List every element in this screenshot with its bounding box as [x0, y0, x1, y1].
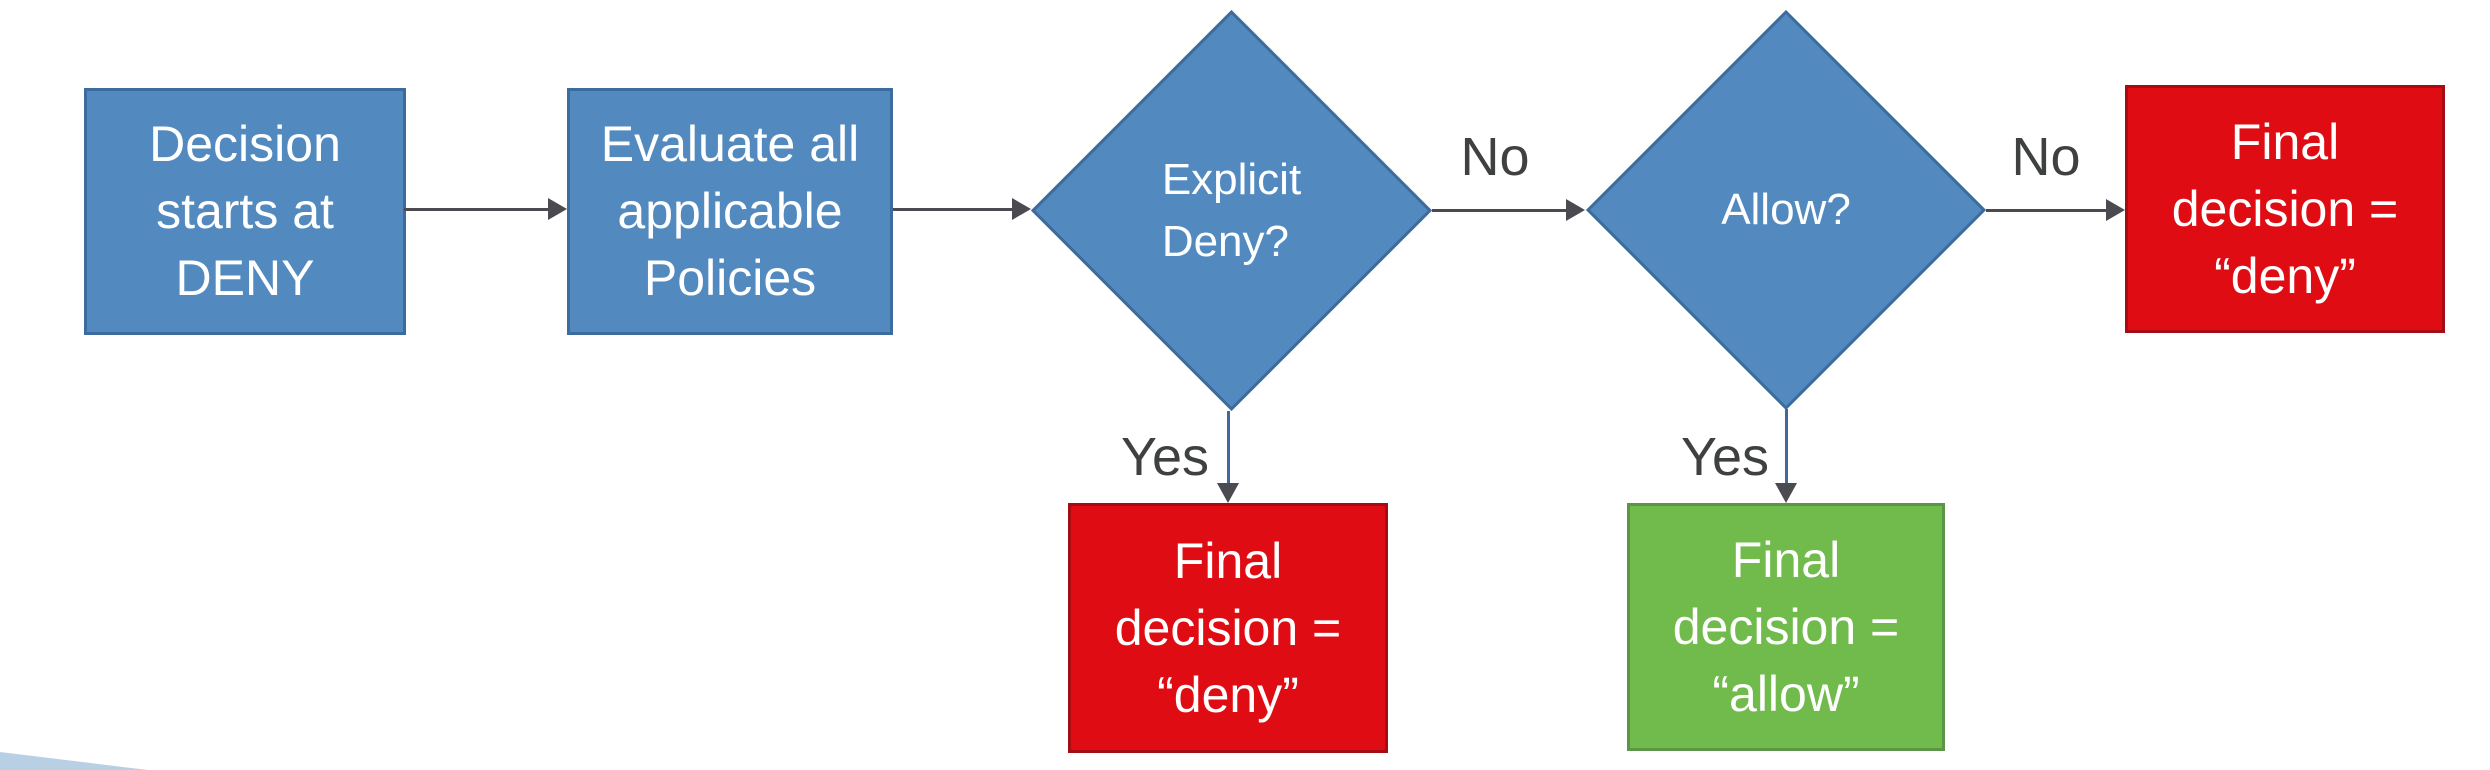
node-final-decision-deny-right: Final decision = “deny” — [2125, 85, 2445, 333]
edge-label-yes-allow: Yes — [1680, 427, 1770, 487]
arrowhead-icon — [1566, 199, 1585, 221]
edge-label-no-allow: No — [2011, 127, 2081, 187]
edge-label-no-explicit-deny: No — [1460, 127, 1530, 187]
arrowhead-icon — [2106, 199, 2125, 221]
node-final-decision-deny-bottom: Final decision = “deny” — [1068, 503, 1388, 753]
node-evaluate-all-applicable-policies: Evaluate all applicable Policies — [567, 88, 893, 335]
node-label: Allow? — [1721, 185, 1851, 234]
arrow-allow-yes-to-final-allow — [1785, 409, 1788, 484]
node-label: Decision starts at DENY — [149, 116, 341, 306]
diamond-shape — [1586, 10, 1986, 410]
node-label: Explicit Deny? — [1161, 154, 1302, 266]
arrow-explicit-deny-yes-to-final-deny — [1227, 411, 1230, 484]
node-label: Final decision = “deny” — [1114, 532, 1342, 723]
diamond-shape — [1031, 10, 1432, 411]
arrow-evaluate-to-explicit-deny — [893, 208, 1013, 211]
arrowhead-icon — [548, 198, 567, 220]
node-final-decision-allow: Final decision = “allow” — [1627, 503, 1945, 751]
node-label: Final decision = “deny” — [2171, 113, 2399, 304]
arrow-start-to-evaluate — [404, 208, 549, 211]
decision-explicit-deny: Explicit Deny? — [1031, 10, 1432, 411]
arrow-allow-no-to-final-deny — [1986, 209, 2107, 212]
arrow-explicit-deny-no-to-allow — [1432, 209, 1567, 212]
decorative-swoosh — [0, 752, 148, 770]
arrowhead-icon — [1012, 198, 1031, 220]
decision-allow: Allow? — [1586, 10, 1986, 410]
arrowhead-icon — [1217, 483, 1239, 503]
node-label: Evaluate all applicable Policies — [600, 116, 860, 306]
edge-label-yes-explicit-deny: Yes — [1120, 427, 1210, 487]
node-decision-starts-at-deny: Decision starts at DENY — [84, 88, 406, 335]
arrowhead-icon — [1775, 483, 1797, 503]
node-label: Final decision = “allow” — [1672, 531, 1900, 722]
